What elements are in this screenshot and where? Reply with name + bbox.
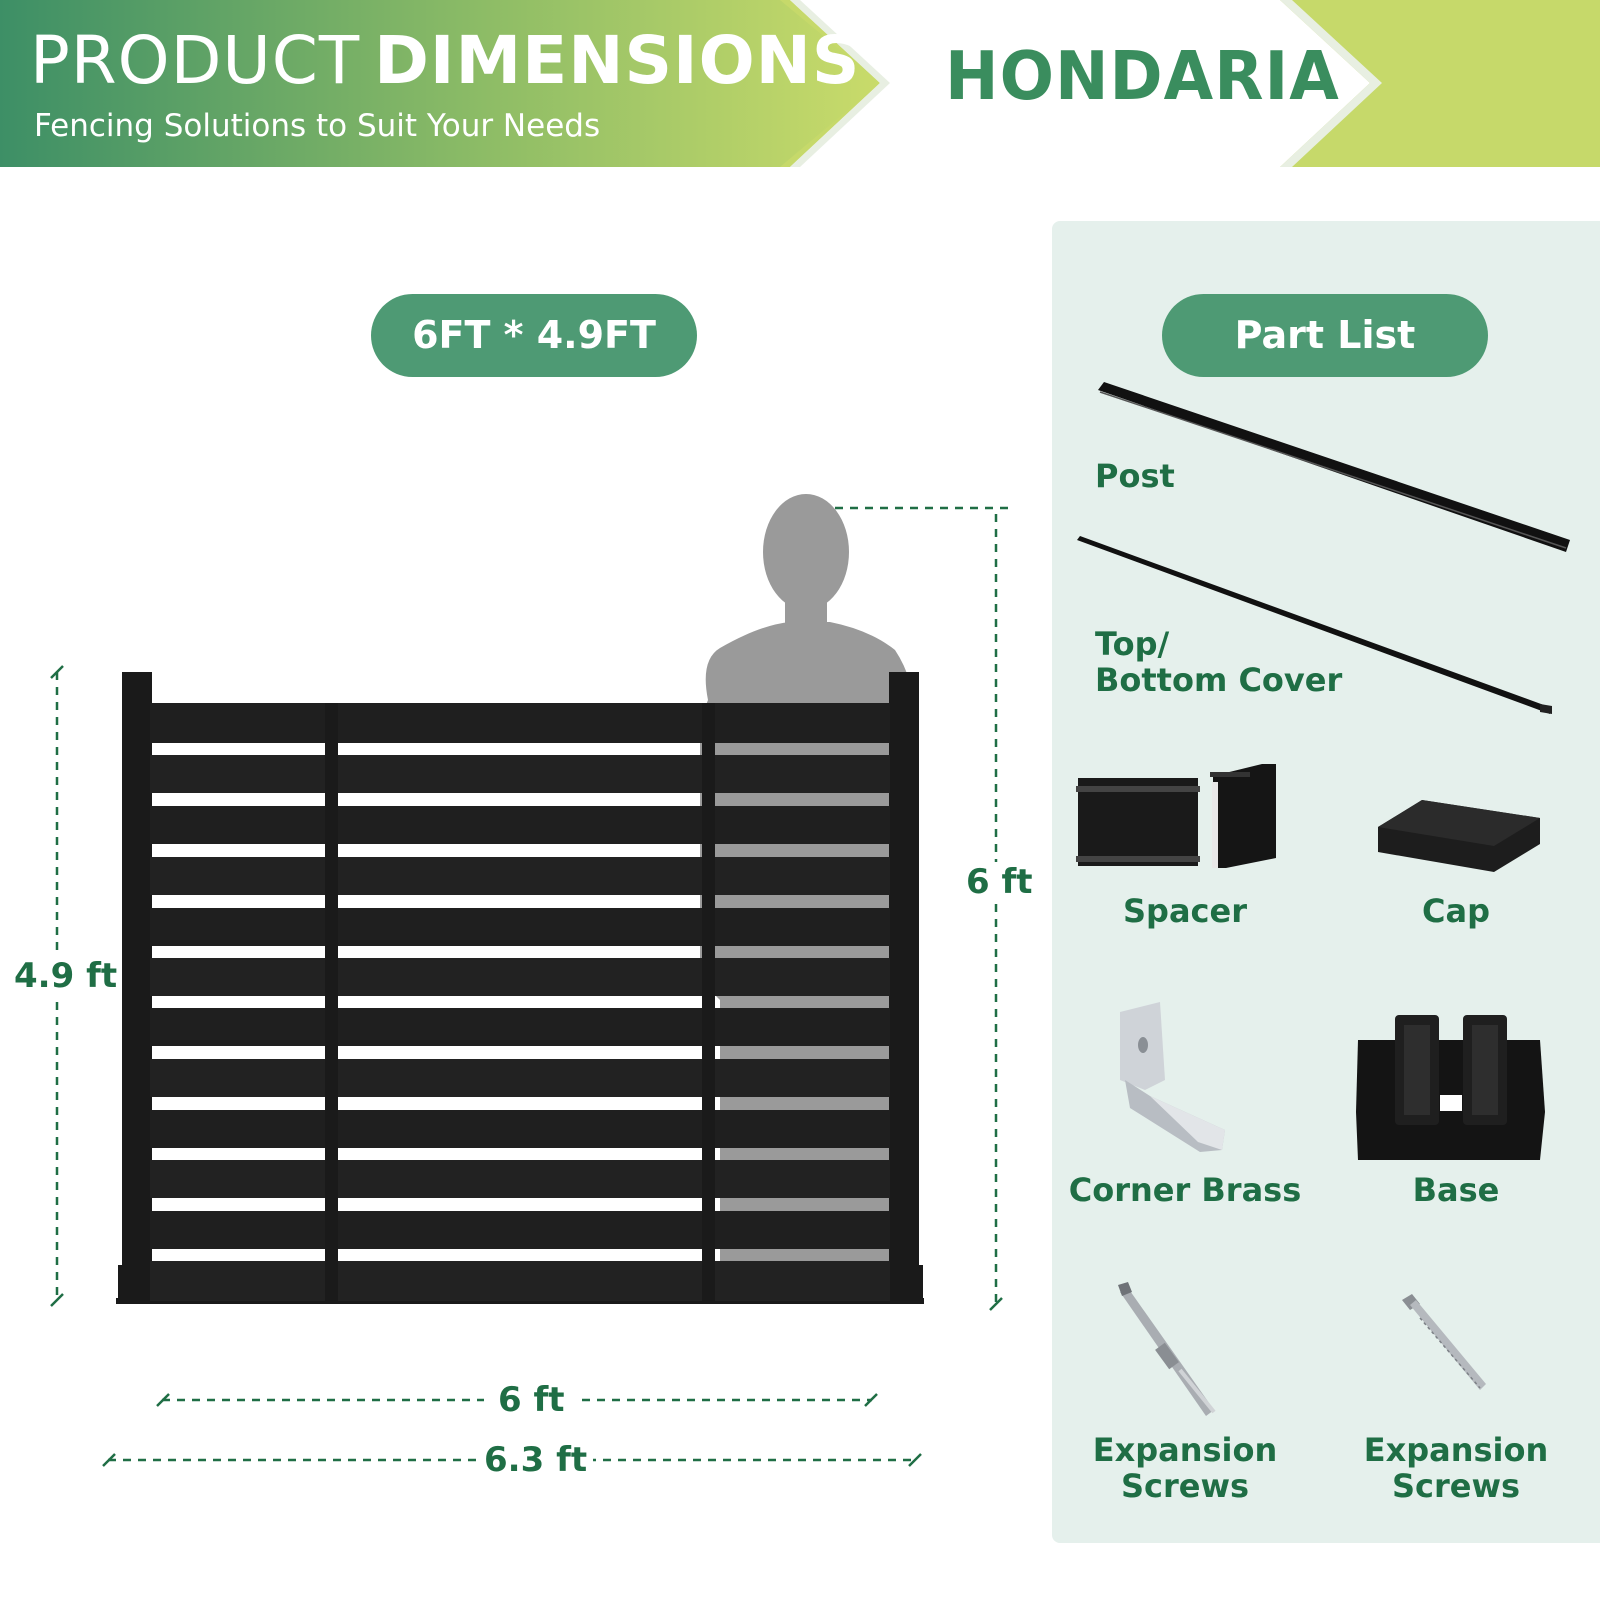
dimension-line-panel-height (50, 665, 64, 1307)
cover-rail-icon (1077, 536, 1552, 714)
part-label-expansion-right-2: Screws (1391, 1467, 1521, 1505)
part-label-post: Post (1095, 457, 1175, 495)
base-icon (1356, 1015, 1545, 1160)
part-label-cover-line1: Top/ (1095, 625, 1170, 663)
fence-illustration (50, 494, 1010, 1467)
dimension-line-panel-width (156, 1393, 878, 1407)
total-width-label: 6.3 ft (478, 1440, 594, 1480)
part-list-images (1076, 382, 1570, 1416)
panel-width-label: 6 ft (484, 1380, 579, 1420)
part-label-expansion-right-1: Expansion (1363, 1431, 1549, 1469)
size-badge: 6FT * 4.9FT (371, 294, 697, 377)
person-height-label: 6 ft (966, 862, 1033, 902)
spacer-icon (1076, 764, 1276, 868)
page-subtitle: Fencing Solutions to Suit Your Needs (34, 108, 601, 144)
part-label-corner-brass: Corner Brass (1068, 1171, 1302, 1209)
part-label-spacer: Spacer (1123, 892, 1247, 930)
corner-brass-icon (1120, 1002, 1225, 1152)
brand-logo: HONDARIA (945, 38, 1340, 116)
part-list-heading: Part List (1162, 294, 1488, 377)
title-light: PRODUCT (30, 22, 361, 99)
fence-spacers (325, 703, 715, 1301)
title-bold: DIMENSIONS (374, 22, 861, 99)
dimension-line-total-width (102, 1453, 922, 1467)
part-label-cap: Cap (1422, 892, 1490, 930)
part-label-expansion-left-2: Screws (1120, 1467, 1250, 1505)
post-icon (1098, 382, 1570, 552)
part-label-base: Base (1412, 1171, 1500, 1209)
fence-slats (150, 703, 890, 1301)
part-label-cover-line2: Bottom Cover (1095, 661, 1343, 699)
cap-icon (1378, 800, 1540, 872)
panel-height-label: 4.9 ft (14, 956, 118, 996)
header-banner (0, 0, 1600, 167)
screw-icon (1402, 1294, 1486, 1390)
part-label-expansion-left-1: Expansion (1092, 1431, 1278, 1469)
anchor-bolt-icon (1118, 1282, 1216, 1416)
dimension-line-person-height (835, 506, 1010, 1311)
